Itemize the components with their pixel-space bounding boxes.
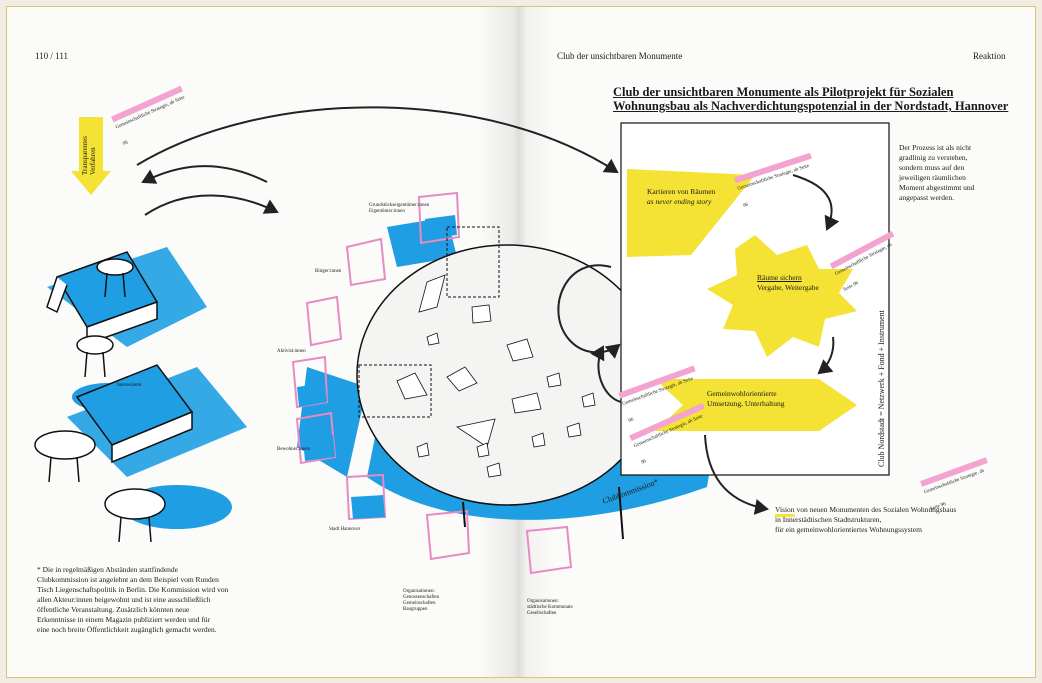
label-citizens: Bürger:innen (315, 269, 342, 274)
title-line-2: Wohnungsbau als Nachverdichtungspotenzia… (613, 99, 1009, 113)
label-residents: Bewohner:innen (277, 447, 311, 452)
running-title: Club der unsichtbaren Monumente (557, 51, 683, 61)
lounge-chair-2 (75, 364, 194, 464)
diagram-illustration (34, 106, 890, 575)
vision-text: Vision von neuen Monumenten des Sozialen… (775, 505, 957, 534)
label-city: Stadt Hannover (329, 527, 361, 532)
section-label: Reaktion (973, 51, 1006, 61)
back-arc-arrow (141, 165, 268, 184)
spread-title: Club der unsichtbaren Monumente als Pilo… (613, 85, 1013, 113)
clubkommission-table (356, 244, 658, 506)
forward-arc-arrow (144, 194, 279, 216)
title-line-1: Club der unsichtbaren Monumente als Pilo… (613, 85, 954, 99)
top-arc-arrow (136, 106, 619, 174)
step3-text: Gemeinwohlorientierte Umsetzung, Unterha… (707, 389, 785, 408)
step2-text: Räume sichern Vergabe, Weitergabe (757, 273, 819, 292)
side-table-3 (34, 430, 96, 483)
side-table-4 (104, 488, 166, 543)
step-secure-shape (707, 235, 857, 357)
network-vertical-label: Club Nordstadt = Netzwerk + Fond + Instr… (877, 310, 886, 467)
label-interested: Interessierte (117, 383, 142, 388)
label-activists: Aktivist:innen (277, 349, 306, 354)
magazine-spread: 110 / 111 Club der unsichtbaren Monument… (6, 6, 1036, 678)
step1-text: Kartieren von Räumen as never ending sto… (647, 187, 716, 206)
side-table-2 (76, 335, 114, 378)
side-table-1 (96, 258, 134, 298)
transparent-process-arrow (71, 117, 111, 195)
step-mapping-shape (627, 169, 755, 257)
map-fragments (396, 274, 596, 478)
page-numbers: 110 / 111 (35, 51, 68, 61)
footnote: * Die in regelmäßigen Abständen stattfin… (37, 565, 229, 634)
process-note: Der Prozess ist als nicht gradlinig zu v… (899, 143, 975, 202)
transparent-process-label: Transparentes Verfahren (81, 135, 97, 175)
step-implementation-shape (655, 379, 857, 431)
